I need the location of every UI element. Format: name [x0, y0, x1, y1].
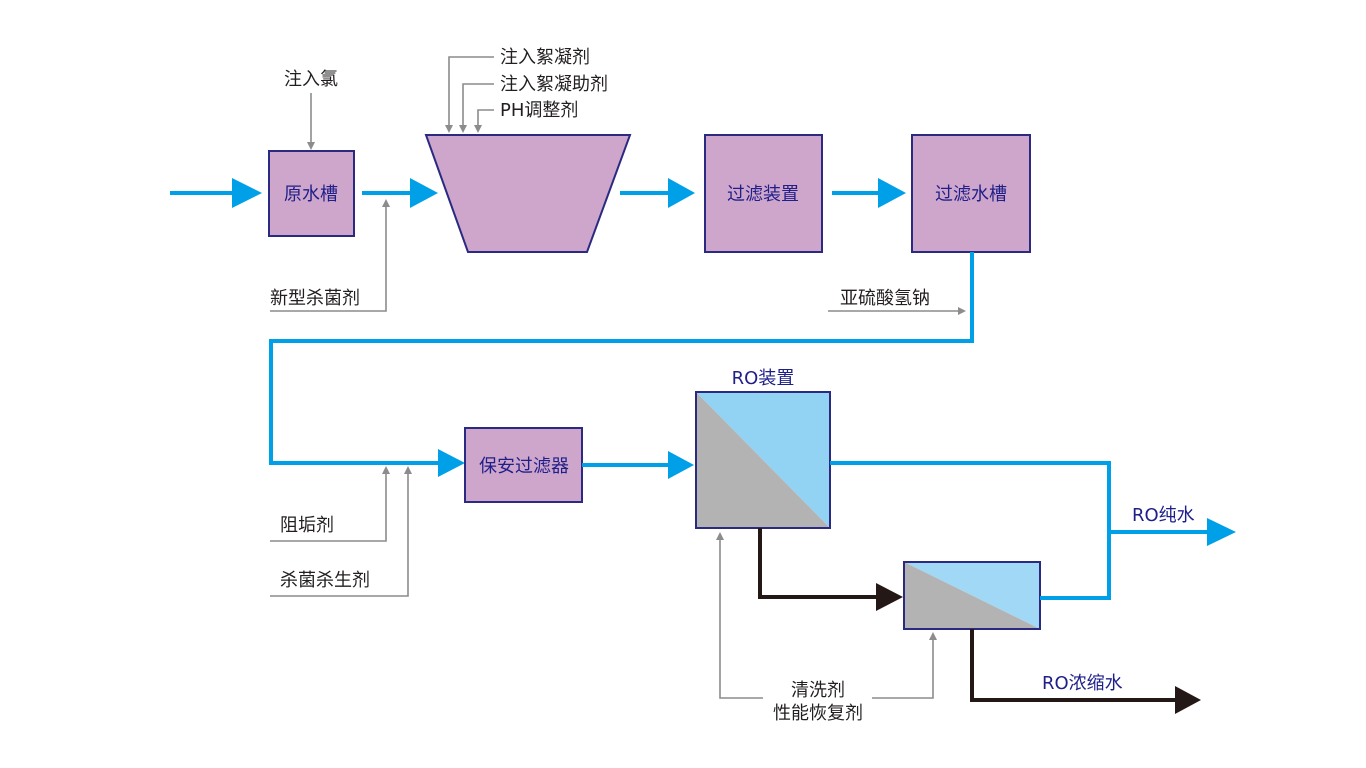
ro-second-stage — [903, 561, 1041, 630]
raw-tank-label: 原水槽 — [284, 184, 338, 205]
biocide-new-injection: 新型杀菌剂 — [270, 199, 390, 312]
antiscalant-label: 阻垢剂 — [280, 515, 334, 536]
bisulfite-injection: 亚硫酸氢钠 — [828, 288, 966, 315]
cleaning-agent-label: 清洗剂 — [791, 680, 845, 701]
antiscalant-injection: 阻垢剂 — [270, 466, 390, 542]
filter-water-tank: 过滤水槽 — [911, 134, 1031, 253]
chlorine-injection: 注入氯 — [284, 69, 338, 150]
cleaning-injection: 清洗剂 性能恢复剂 — [716, 532, 937, 724]
flow-arrow-to-filter-tank — [832, 178, 906, 208]
ro-device-label: RO装置 — [732, 368, 795, 389]
flow-arrow-to-coagulation — [362, 178, 438, 208]
concentrate-label: RO浓缩水 — [1042, 673, 1123, 694]
coagulation-tank — [424, 134, 632, 253]
biocide-injection: 杀菌杀生剂 — [270, 466, 412, 597]
flow-arrow-to-filter — [620, 178, 695, 208]
ro-device: RO装置 — [695, 368, 831, 529]
recovery-agent-label: 性能恢复剂 — [773, 703, 863, 724]
raw-water-tank: 原水槽 — [268, 150, 355, 237]
coagulant-label: 注入絮凝剂 — [500, 47, 590, 68]
filter-device-label: 过滤装置 — [727, 184, 799, 205]
coagulant-aid-label: 注入絮凝助剂 — [500, 74, 608, 95]
security-filter: 保安过滤器 — [464, 427, 583, 503]
chlorine-label: 注入氯 — [284, 69, 338, 90]
filter-tank-label: 过滤水槽 — [935, 184, 1007, 205]
concentrate-outlet: RO浓缩水 — [970, 629, 1201, 714]
bisulfite-label: 亚硫酸氢钠 — [840, 288, 930, 309]
coagulant-injections: 注入絮凝剂 注入絮凝助剂 PH调整剂 — [445, 47, 608, 133]
biocide-label: 杀菌杀生剂 — [280, 570, 370, 591]
pure-water-label: RO纯水 — [1132, 505, 1195, 526]
pure-water-line: RO纯水 — [830, 461, 1236, 600]
security-filter-label: 保安过滤器 — [479, 456, 569, 477]
flow-line-to-security-filter — [269, 252, 974, 477]
biocide-new-label: 新型杀菌剂 — [270, 288, 360, 309]
flow-arrow-to-ro — [582, 451, 694, 479]
inlet-arrow — [170, 178, 262, 208]
filter-device: 过滤装置 — [704, 134, 823, 253]
concentrate-to-second-stage — [758, 528, 903, 611]
ph-adjuster-label: PH调整剂 — [500, 100, 578, 121]
